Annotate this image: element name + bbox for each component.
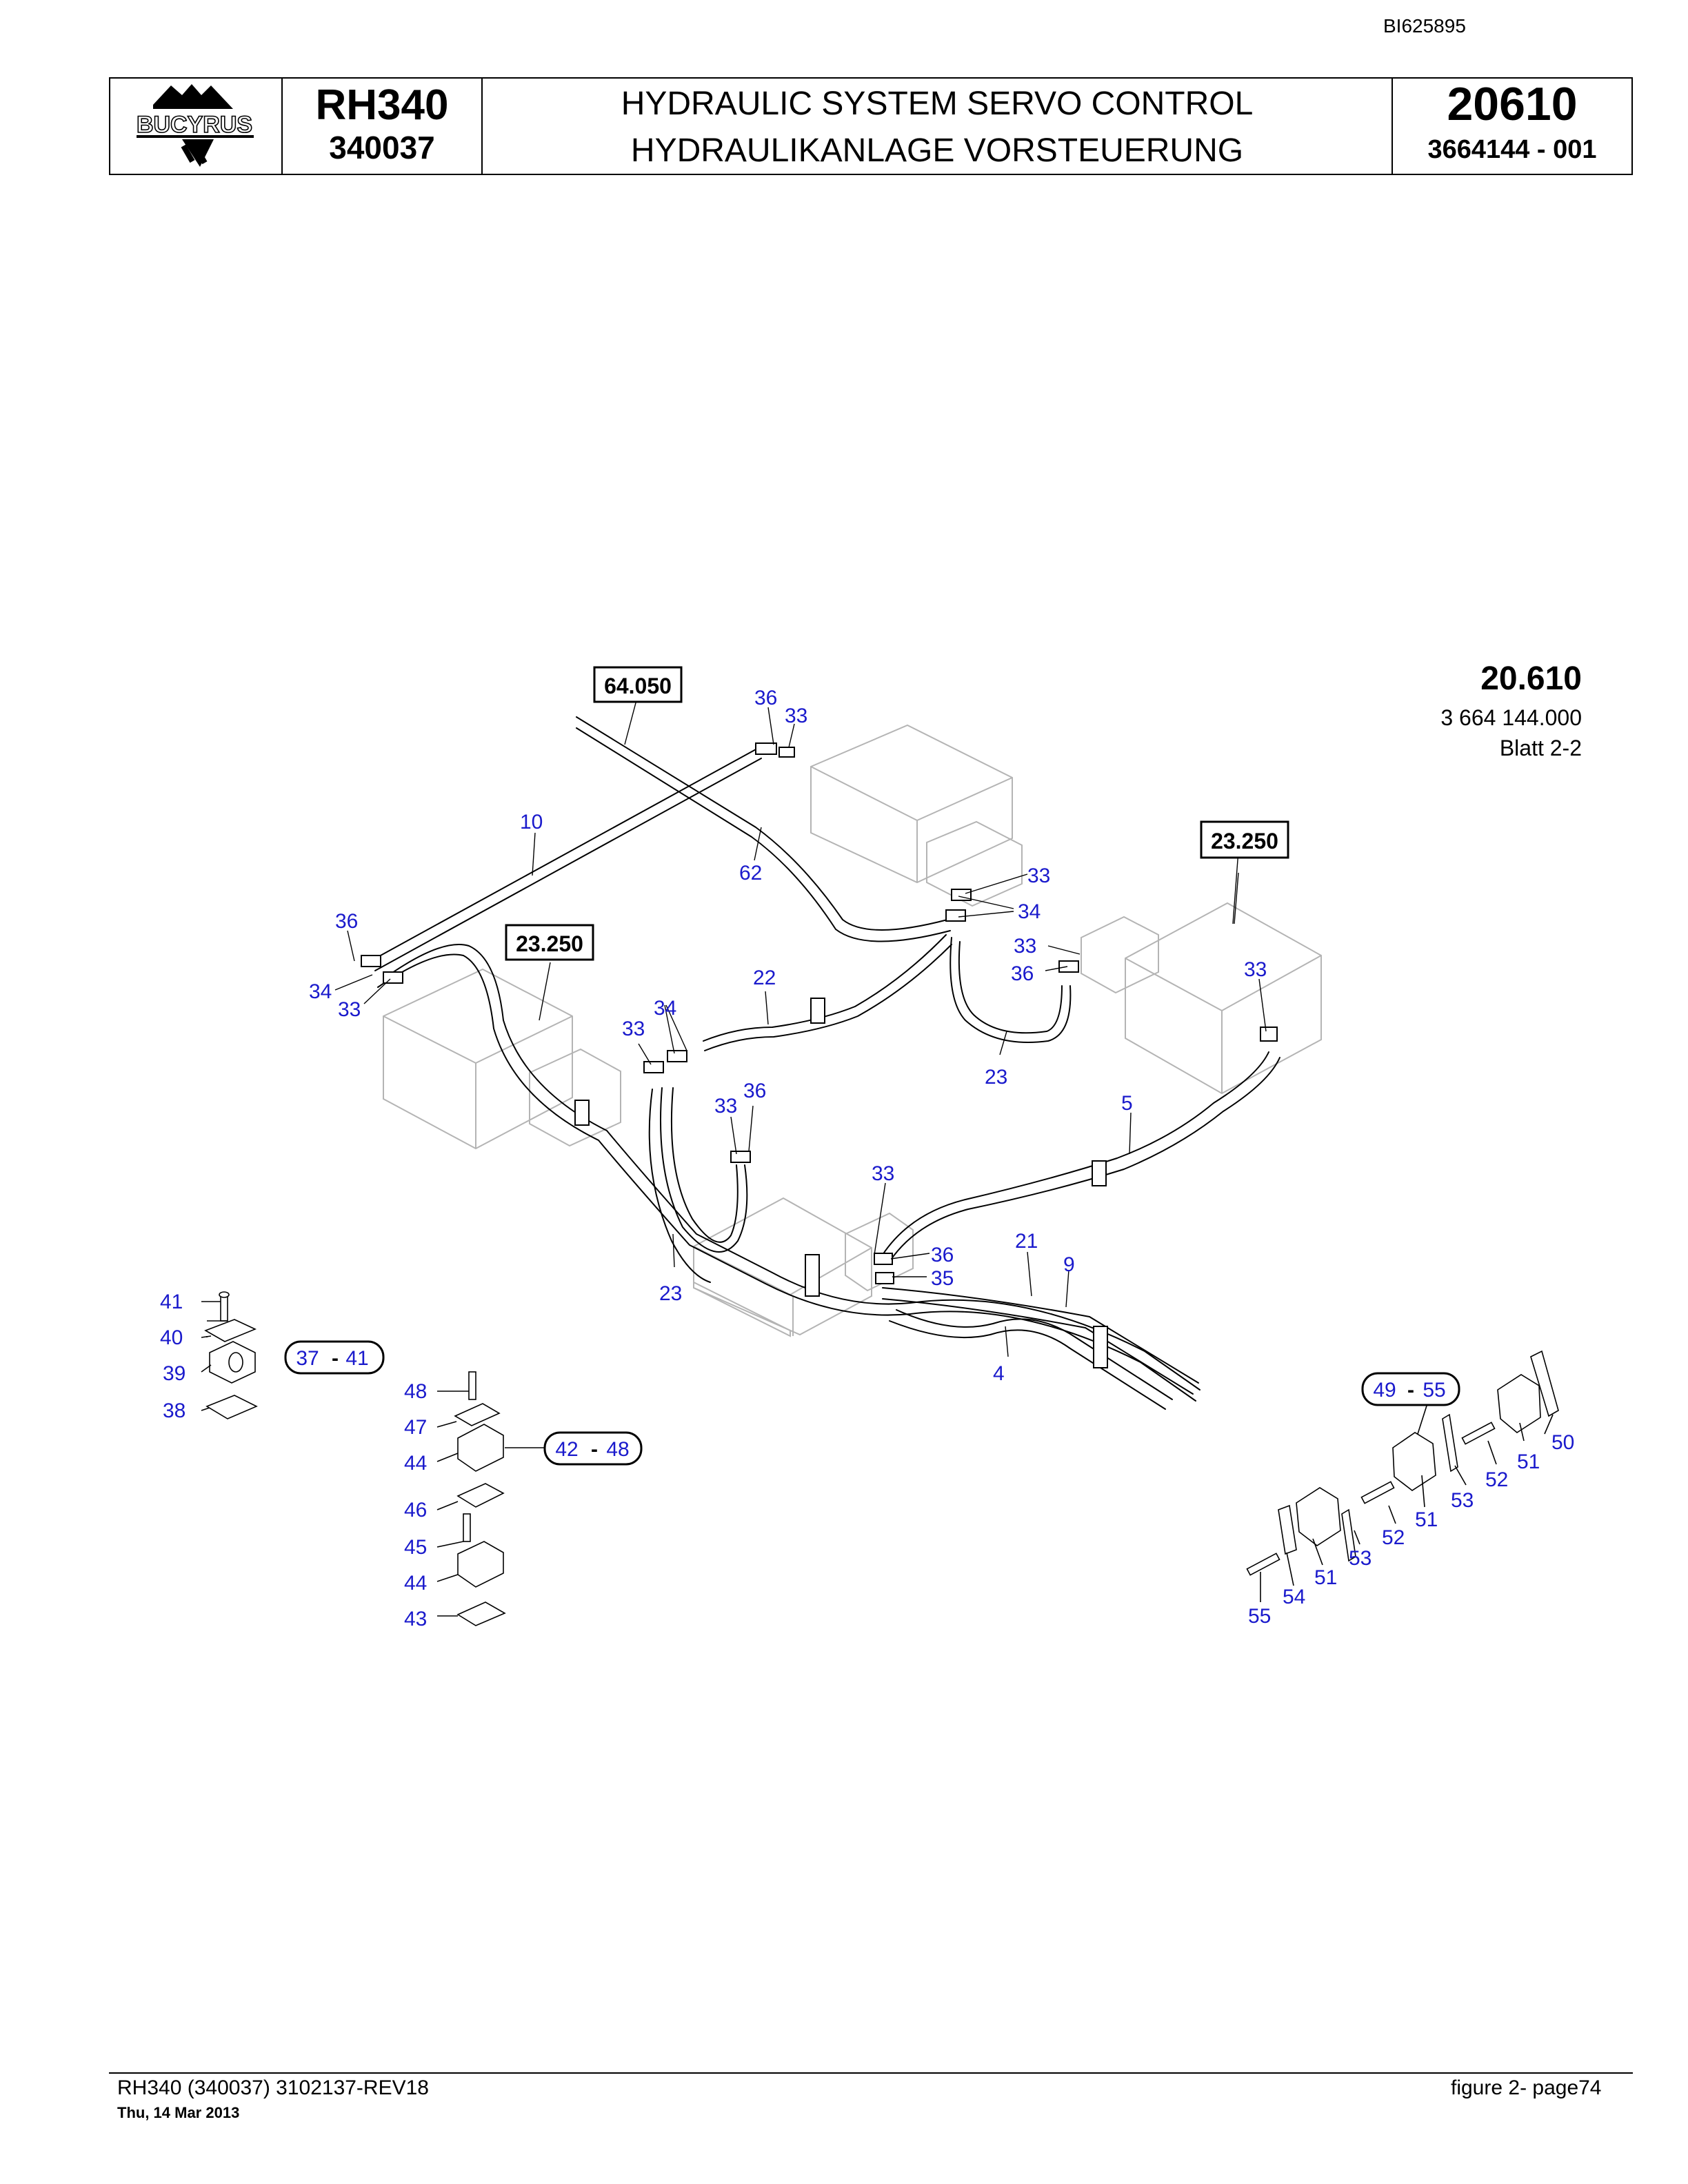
footer-reference: RH340 (340037) 3102137-REV18 — [117, 2076, 429, 2099]
callout: 36 — [1011, 962, 1034, 985]
footer-rule — [109, 2072, 1633, 2074]
callout: 33 — [714, 1095, 737, 1118]
model-number: RH340 — [315, 81, 449, 129]
callout: 36 — [754, 687, 777, 709]
callout: 38 — [163, 1399, 185, 1422]
callout: 44 — [404, 1572, 427, 1595]
range-42: 42 — [555, 1438, 578, 1461]
component-outlines — [383, 724, 1322, 1337]
callout: 34 — [309, 980, 332, 1003]
callout: 39 — [163, 1362, 185, 1385]
sheet-label: Blatt 2-2 — [1500, 736, 1582, 760]
callout: 36 — [743, 1080, 766, 1102]
callout: 34 — [654, 997, 676, 1020]
callout: 9 — [1063, 1253, 1075, 1276]
ref-box-23250-left: 23.250 — [516, 931, 583, 956]
leader-lines — [334, 697, 1267, 1357]
number-cell: 20610 3664144 - 001 — [1393, 79, 1631, 174]
callout: 46 — [404, 1499, 427, 1521]
callout: 35 — [931, 1267, 954, 1290]
callout: 21 — [1015, 1230, 1038, 1253]
model-cell: RH340 340037 — [283, 79, 483, 174]
item-callouts: 36 33 10 62 33 34 36 34 33 22 34 33 33 3… — [160, 687, 1574, 1630]
range-49: 49 — [1373, 1379, 1396, 1402]
clamp-detail-42-48 — [436, 1371, 546, 1626]
callout: 48 — [404, 1380, 427, 1403]
callout: 52 — [1382, 1526, 1405, 1549]
callout: 33 — [872, 1162, 894, 1185]
callout: 40 — [160, 1326, 183, 1349]
callout: 43 — [404, 1608, 427, 1630]
callout: 33 — [338, 998, 361, 1021]
title-german: HYDRAULIKANLAGE VORSTEUERUNG — [630, 132, 1244, 169]
part-number: 3664144 - 001 — [1427, 135, 1597, 164]
ref-box-64050: 64.050 — [604, 674, 672, 698]
bucyrus-logo: BUCYRUS — [136, 84, 254, 167]
callout: 51 — [1415, 1508, 1438, 1531]
clamp-detail-49-55 — [1246, 1350, 1559, 1602]
footer-date: Thu, 14 Mar 2013 — [117, 2104, 240, 2121]
title-block: BUCYRUS RH340 340037 HYDRAULIC SYSTEM SE… — [109, 77, 1633, 175]
callout: 53 — [1349, 1547, 1372, 1570]
callout: 41 — [160, 1291, 183, 1313]
group-number: 20610 — [1447, 78, 1578, 130]
callout: 50 — [1551, 1431, 1574, 1454]
hose-lines — [361, 716, 1280, 1410]
callout: 33 — [785, 705, 807, 727]
callout: 33 — [1244, 958, 1267, 981]
title-cell: HYDRAULIC SYSTEM SERVO CONTROL HYDRAULIK… — [483, 79, 1393, 174]
range-37: 37 — [296, 1347, 319, 1370]
drawing-number: 3 664 144.000 — [1440, 705, 1582, 730]
callout: 45 — [404, 1536, 427, 1559]
callout: 51 — [1517, 1450, 1540, 1473]
callout: 44 — [404, 1452, 427, 1475]
title-english: HYDRAULIC SYSTEM SERVO CONTROL — [621, 85, 1254, 122]
callout: 33 — [1027, 865, 1050, 887]
range-48: 48 — [606, 1438, 629, 1461]
callout: 33 — [1014, 935, 1036, 958]
callout: 23 — [985, 1066, 1007, 1089]
callout: 22 — [753, 967, 776, 989]
callout: 51 — [1314, 1566, 1337, 1589]
callout: 47 — [404, 1416, 427, 1439]
callout: 54 — [1283, 1586, 1305, 1608]
range-sep: - — [591, 1438, 598, 1461]
callout: 52 — [1485, 1468, 1508, 1491]
figure-number: 20.610 — [1480, 660, 1582, 697]
callout: 36 — [335, 910, 358, 933]
range-sep: - — [332, 1347, 339, 1370]
range-55: 55 — [1423, 1379, 1445, 1402]
callout: 10 — [520, 811, 543, 833]
logo-text: BUCYRUS — [137, 112, 252, 138]
logo-cell: BUCYRUS — [110, 79, 283, 174]
callout: 53 — [1451, 1489, 1474, 1512]
callout: 5 — [1121, 1092, 1133, 1115]
callout: 33 — [622, 1018, 645, 1040]
document-id: BI625895 — [1383, 15, 1466, 37]
clamp-detail-37-41 — [201, 1291, 258, 1419]
callout: 55 — [1248, 1605, 1271, 1628]
serial-number: 340037 — [329, 130, 435, 165]
cross-reference-boxes: 64.050 23.250 23.250 — [505, 666, 1289, 961]
callout: 23 — [659, 1282, 682, 1305]
callout: 34 — [1018, 900, 1041, 923]
range-sep: - — [1407, 1379, 1414, 1402]
range-callouts: 37 - 41 42 - 48 49 - 55 — [284, 1340, 1460, 1466]
callout: 62 — [739, 862, 762, 884]
range-41: 41 — [345, 1347, 368, 1370]
callout: 4 — [993, 1362, 1005, 1385]
ref-box-23250-right: 23.250 — [1211, 829, 1278, 853]
callout: 36 — [931, 1244, 954, 1266]
footer-page: figure 2- page74 — [1451, 2076, 1602, 2099]
